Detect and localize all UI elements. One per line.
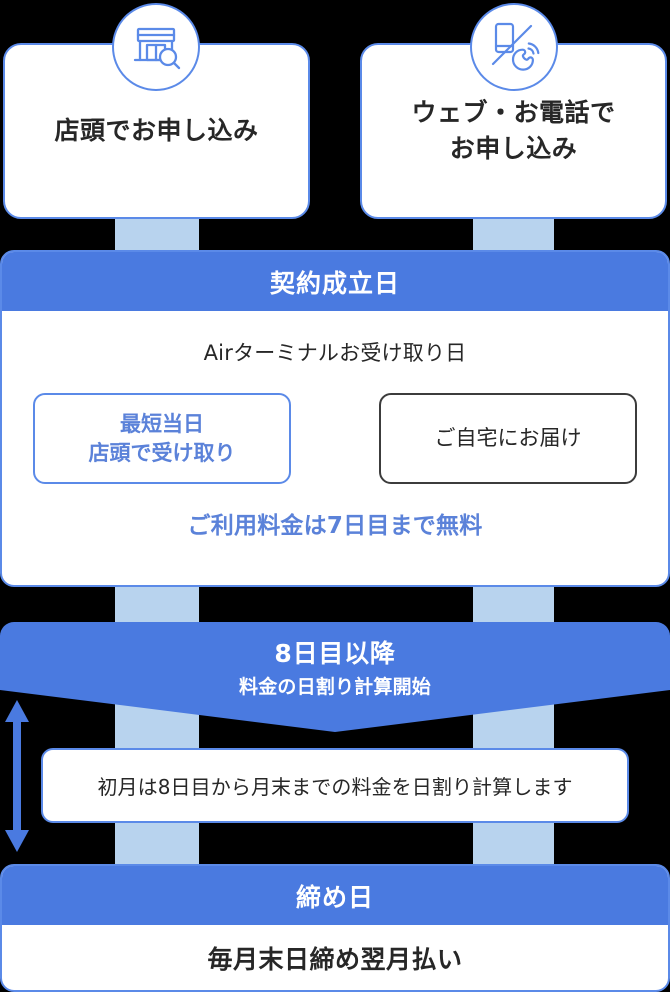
connector-right-bottom — [473, 820, 554, 866]
free-period-note: ご利用料金は7日目まで無料 — [187, 513, 483, 539]
double-headed-vertical-arrow-icon — [4, 700, 30, 852]
contract-header: 契約成立日 — [2, 252, 668, 311]
connector-left-top — [115, 218, 199, 252]
receipt-options: 最短当日 店頭で受け取り ご自宅にお届け — [33, 393, 637, 484]
billing-start-subtitle: 料金の日割り計算開始 — [239, 676, 431, 698]
billing-start-title: 8日目以降 — [274, 639, 396, 668]
closing-body: 毎月末日締め翌月払い — [207, 944, 463, 974]
entry-card-web-phone-label: ウェブ・お電話で お申し込み — [411, 97, 616, 163]
option-home-delivery-label: ご自宅にお届け — [434, 426, 582, 451]
closing-panel: 締め日 毎月末日締め翌月払い — [0, 864, 670, 992]
option-store-pickup[interactable]: 最短当日 店頭で受け取り — [33, 393, 291, 484]
contract-body: Airターミナルお受け取り日 最短当日 店頭で受け取り ご自宅にお届け ご利用料… — [2, 311, 668, 585]
connector-left-mid — [115, 585, 199, 625]
option-home-delivery[interactable]: ご自宅にお届け — [379, 393, 637, 484]
terminal-receipt-title: Airターミナルお受け取り日 — [203, 341, 467, 365]
prorate-note-label: 初月は8日目から月末までの料金を日割り計算します — [97, 775, 573, 799]
prorate-note: 初月は8日目から月末までの料金を日割り計算します — [41, 748, 629, 823]
connector-right-top — [473, 218, 554, 252]
option-store-pickup-label: 最短当日 店頭で受け取り — [88, 412, 236, 465]
entry-card-storefront[interactable]: 店頭でお申し込み — [3, 43, 310, 219]
billing-start-banner-inner: 8日目以降 料金の日割り計算開始 — [0, 622, 670, 699]
connector-left-bottom — [115, 820, 199, 866]
storefront-search-icon — [112, 3, 200, 91]
closing-header: 締め日 — [2, 866, 668, 925]
contract-panel: 契約成立日 Airターミナルお受け取り日 最短当日 店頭で受け取り ご自宅にお届… — [0, 250, 670, 587]
connector-right-mid — [473, 585, 554, 625]
entry-card-storefront-label: 店頭でお申し込み — [54, 115, 259, 145]
billing-start-banner: 8日目以降 料金の日割り計算開始 — [0, 622, 670, 732]
smartphone-telephone-icon — [470, 3, 558, 91]
